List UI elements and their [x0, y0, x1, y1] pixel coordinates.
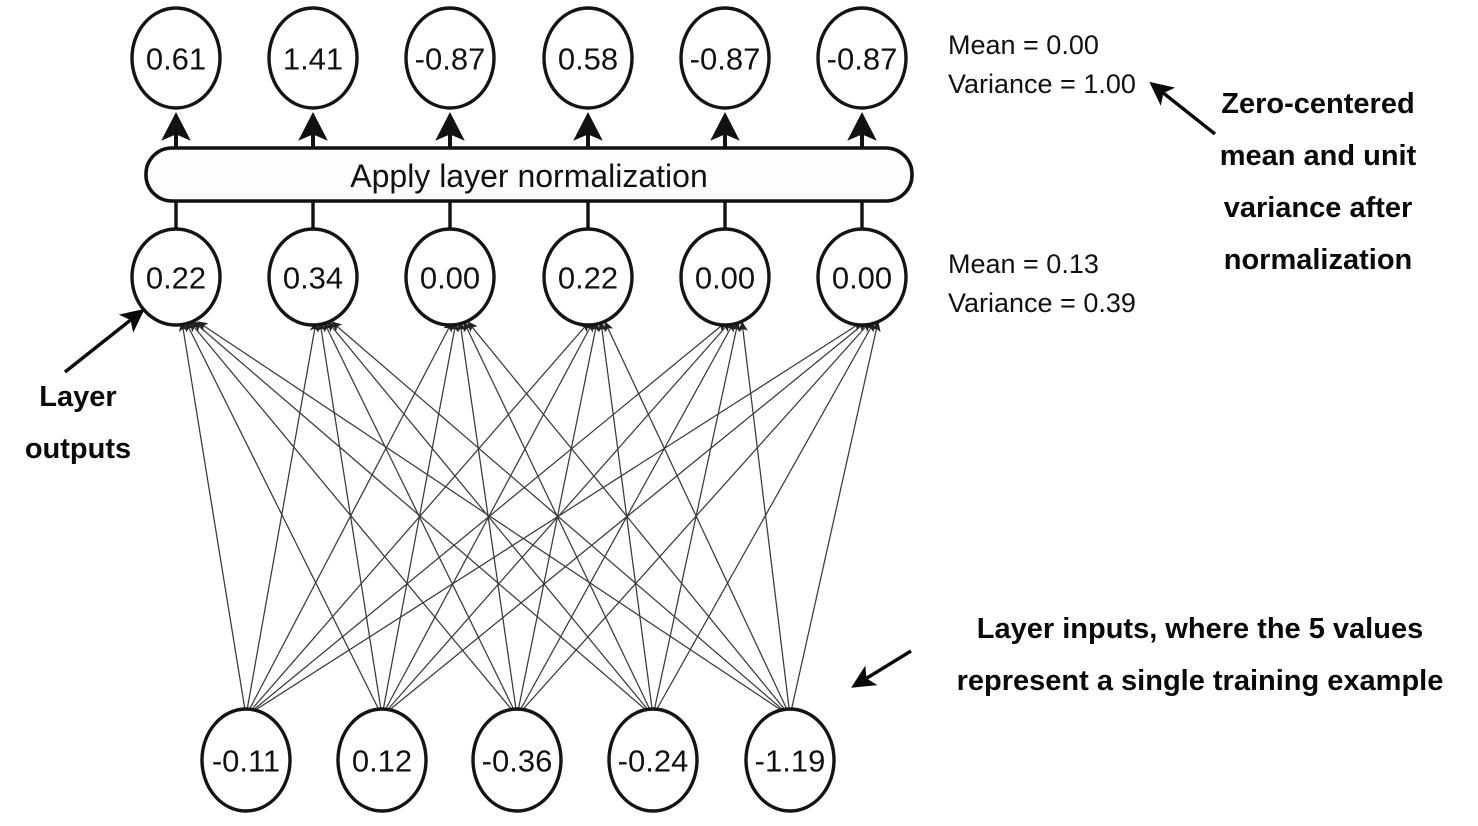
node-input-value-2: -0.36: [482, 744, 553, 779]
node-hidden-4[interactable]: 0.00: [679, 227, 771, 327]
callout-zero-centered-line-0: Zero-centered: [1221, 88, 1414, 120]
node-output-value-1: 1.41: [283, 42, 343, 77]
node-input-value-4: -1.19: [755, 744, 826, 779]
node-output-4[interactable]: -0.87: [679, 6, 771, 110]
callout-layer-inputs-line-0: Layer inputs, where the 5 values: [977, 613, 1423, 645]
node-hidden-3[interactable]: 0.22: [542, 227, 634, 327]
node-output-2[interactable]: -0.87: [404, 6, 496, 110]
node-hidden-1[interactable]: 0.34: [267, 227, 359, 327]
callout-zero-centered: Zero-centered mean and unit variance aft…: [1149, 81, 1417, 276]
layer-input-row: -0.11 0.12 -0.36 -0.24 -1.19: [200, 707, 836, 813]
callout-layer-outputs-line-0: Layer: [39, 381, 116, 413]
apply-layer-normalization-label: Apply layer normalization: [350, 158, 708, 194]
output-row-stats: Mean = 0.00 Variance = 1.00: [948, 30, 1136, 99]
node-hidden-value-1: 0.34: [283, 261, 343, 296]
node-hidden-2[interactable]: 0.00: [404, 227, 496, 327]
node-input-4[interactable]: -1.19: [744, 707, 836, 813]
node-input-1[interactable]: 0.12: [336, 707, 428, 813]
callout-layer-inputs: Layer inputs, where the 5 values represe…: [851, 613, 1444, 697]
layer-output-row: 0.22 0.34 0.00 0.22 0.00 0.00: [130, 227, 908, 327]
node-input-value-3: -0.24: [618, 744, 689, 779]
callout-zero-centered-line-2: variance after: [1224, 192, 1413, 224]
hidden-to-box-connectors: [174, 201, 864, 232]
callout-layer-outputs-line-1: outputs: [25, 433, 131, 465]
node-output-value-4: -0.87: [690, 42, 761, 77]
box-to-output-arrows: [161, 111, 877, 148]
node-output-value-5: -0.87: [827, 42, 898, 77]
node-hidden-0[interactable]: 0.22: [130, 227, 222, 327]
callout-arrow-bottom-right-icon: [851, 649, 912, 688]
callout-zero-centered-line-1: mean and unit: [1220, 140, 1417, 172]
output-mean-label: Mean = 0.00: [948, 30, 1099, 60]
node-hidden-value-5: 0.00: [832, 261, 892, 296]
callout-arrow-top-right-icon: [1149, 81, 1217, 136]
node-output-5[interactable]: -0.87: [816, 6, 908, 110]
node-hidden-5[interactable]: 0.00: [816, 227, 908, 327]
node-input-0[interactable]: -0.11: [200, 707, 292, 813]
node-hidden-value-4: 0.00: [695, 261, 755, 296]
hidden-mean-label: Mean = 0.13: [948, 249, 1099, 279]
output-variance-label: Variance = 1.00: [948, 69, 1136, 99]
node-output-value-0: 0.61: [146, 42, 206, 77]
node-hidden-value-3: 0.22: [558, 261, 618, 296]
node-input-3[interactable]: -0.24: [607, 707, 699, 813]
connection-mesh: [178, 320, 881, 717]
node-output-0[interactable]: 0.61: [130, 6, 222, 110]
hidden-row-stats: Mean = 0.13 Variance = 0.39: [948, 249, 1136, 318]
node-input-value-1: 0.12: [352, 744, 412, 779]
callout-layer-inputs-line-1: represent a single training example: [957, 665, 1444, 697]
callout-arrow-left-icon: [63, 308, 145, 374]
node-input-value-0: -0.11: [212, 744, 280, 779]
node-input-2[interactable]: -0.36: [471, 707, 563, 813]
apply-layer-normalization-box[interactable]: Apply layer normalization: [144, 146, 914, 203]
node-output-value-2: -0.87: [415, 42, 486, 77]
node-hidden-value-2: 0.00: [420, 261, 480, 296]
hidden-variance-label: Variance = 0.39: [948, 288, 1136, 318]
normalized-output-row: 0.61 1.41 -0.87 0.58 -0.87 -0.87: [130, 6, 908, 110]
node-output-1[interactable]: 1.41: [267, 6, 359, 110]
node-output-3[interactable]: 0.58: [542, 6, 634, 110]
node-hidden-value-0: 0.22: [146, 261, 206, 296]
callout-layer-outputs: Layer outputs: [25, 308, 145, 465]
node-output-value-3: 0.58: [558, 42, 618, 77]
callout-zero-centered-line-3: normalization: [1224, 244, 1413, 276]
